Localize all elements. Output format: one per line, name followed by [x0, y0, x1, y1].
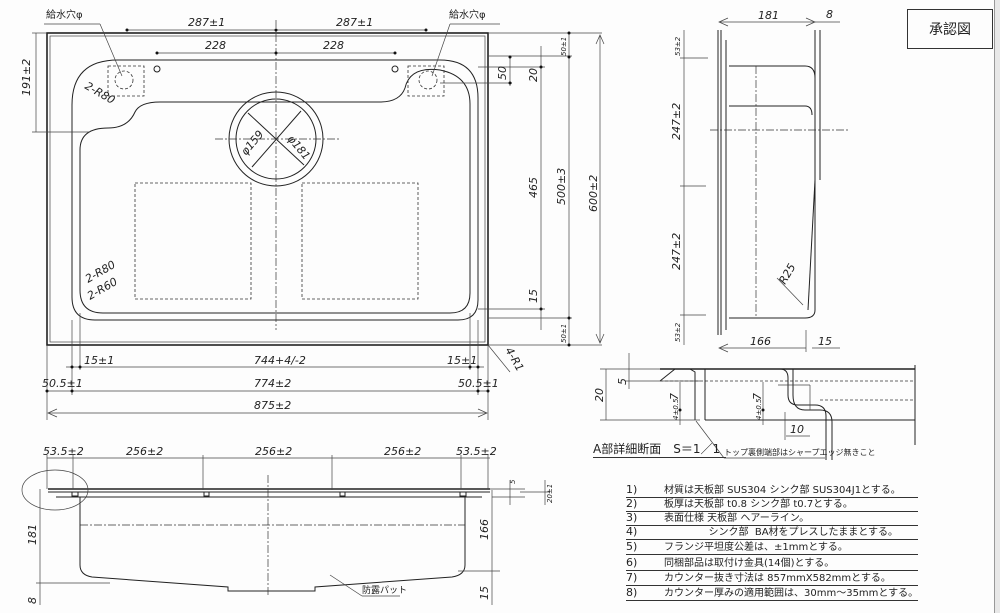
radius-r80-top: 2-R80: [83, 79, 118, 107]
dim-166-side: 166: [750, 335, 771, 348]
dim-20-front: 20±1: [546, 484, 554, 503]
note-item: 5)フランジ平坦度公差は、±1mmとする。: [626, 540, 918, 555]
dim-465: 465: [527, 177, 540, 198]
mount-hole-right: [391, 65, 399, 73]
detail-a-marker: [21, 469, 89, 511]
label-anti-condensation-pad: 防露パット: [362, 584, 407, 596]
mount-hole-left: [153, 65, 161, 73]
dim-20-section: 20: [593, 388, 606, 402]
dim-256-3: 256±2: [384, 445, 421, 458]
pad-hatch-left: [134, 182, 252, 300]
dim-50-5-left: 50.5±1: [42, 377, 83, 390]
label-edge-note: トップ裏側端部はシャープエッジ無きこと: [724, 447, 876, 457]
dim-53-5-right: 53.5±2: [456, 445, 497, 458]
note-item: 3)表面仕様 天板部 ヘアーライン。: [626, 511, 918, 526]
dim-166-front: 166: [478, 519, 491, 540]
flange-outline: [46, 32, 489, 346]
dim-15-side: 15: [818, 335, 832, 348]
dim-15-left: 15±1: [84, 354, 114, 367]
dim-53-5-left: 53.5±2: [43, 445, 84, 458]
dim-287-left: 287±1: [188, 16, 225, 29]
dim-228-left: 228: [205, 39, 226, 52]
dim-500: 500±3: [555, 168, 568, 205]
note-item: 6)同梱部品は取付け金具(14個)とする。: [626, 556, 918, 571]
dim-15: 15: [527, 289, 540, 303]
dim-8-front: 8: [26, 597, 39, 604]
radius-4-r1: 4-R1: [502, 345, 526, 374]
dim-287-right: 287±1: [336, 16, 373, 29]
dim-191: 191±2: [20, 59, 33, 96]
note-item: 1)材質は天板部 SUS304 シンク部 SUS304J1とする。: [626, 483, 918, 498]
dim-53-top: 53±2: [674, 36, 682, 56]
front-view: 53.5±2 256±2 256±2 256±2 53.5±2 181 8 5 …: [21, 445, 554, 605]
dim-600: 600±2: [587, 175, 600, 212]
note-item: 7)カウンター抜き寸法は 857mmX582mmとする。: [626, 571, 918, 586]
dim-50-5-right: 50.5±1: [458, 377, 499, 390]
note-item: 4) シンク部 BA材をプレスしたままとする。: [626, 525, 918, 540]
plan-view: 287±1 287±1 228 228 給水穴φ 給水穴φ 191±2 2-R8…: [20, 8, 605, 420]
faucet-area-right: [407, 65, 445, 97]
label-faucet-hole-left: 給水穴φ: [46, 8, 83, 21]
dim-247-top: 247±2: [670, 103, 683, 140]
dim-228-right: 228: [323, 39, 344, 52]
dim-774: 774±2: [254, 377, 291, 390]
dim-4-left: 4±0.5: [672, 398, 680, 420]
dim-4-right: 4±0.5: [755, 398, 763, 420]
dim-50-hole: 50: [496, 66, 509, 80]
bowl-inner: [79, 68, 471, 314]
faucet-area-left: [107, 65, 145, 97]
dim-181-side: 181: [758, 9, 779, 22]
dim-53-bottom: 53±2: [674, 322, 682, 342]
dim-744: 744+4/-2: [254, 354, 306, 367]
section-detail-a: 20 5 4±0.5 7 4±0.5 7 10 トップ裏側端部はシャープエッジ無…: [593, 353, 916, 460]
bowl-outline: [71, 59, 479, 321]
dim-7-left: 7: [668, 393, 681, 400]
section-title: A部詳細断面 S＝1／1: [593, 440, 727, 458]
dim-181-front: 181: [26, 524, 39, 545]
dim-10-section: 10: [790, 423, 804, 436]
dim-247-bottom: 247±2: [670, 233, 683, 270]
dim-50-top: 50±1: [560, 37, 568, 56]
dim-875: 875±2: [254, 399, 291, 412]
note-item: 8)カウンター厚みの適用範囲は、30mm～35mmとする。: [626, 586, 919, 601]
sheet-edge: [994, 0, 1000, 613]
dim-256-2: 256±2: [255, 445, 292, 458]
dim-15-front: 15: [478, 586, 491, 600]
note-item: 2)板厚は天板部 t0.8 シンク部 t0.7とする。: [626, 497, 918, 512]
dim-20: 20: [527, 68, 540, 82]
side-view: 181 8 53±2 247±2 247±2 53±2 R25 166 15: [670, 8, 850, 353]
pad-hatch-right: [301, 182, 419, 300]
dim-50-bottom: 50±1: [560, 324, 568, 343]
dim-15-right: 15±1: [447, 354, 477, 367]
dim-5-section: 5: [616, 378, 629, 385]
label-faucet-hole-right: 給水穴φ: [449, 8, 486, 21]
dim-256-1: 256±2: [126, 445, 163, 458]
dim-drain-181: φ181: [285, 133, 313, 163]
dim-7-right: 7: [751, 393, 764, 400]
approval-stamp: 承認図: [907, 9, 993, 49]
dim-drain-159: φ159: [238, 128, 266, 158]
dim-8-side: 8: [826, 8, 833, 21]
dim-5-front: 5: [509, 479, 517, 484]
radius-r25: R25: [776, 261, 798, 286]
